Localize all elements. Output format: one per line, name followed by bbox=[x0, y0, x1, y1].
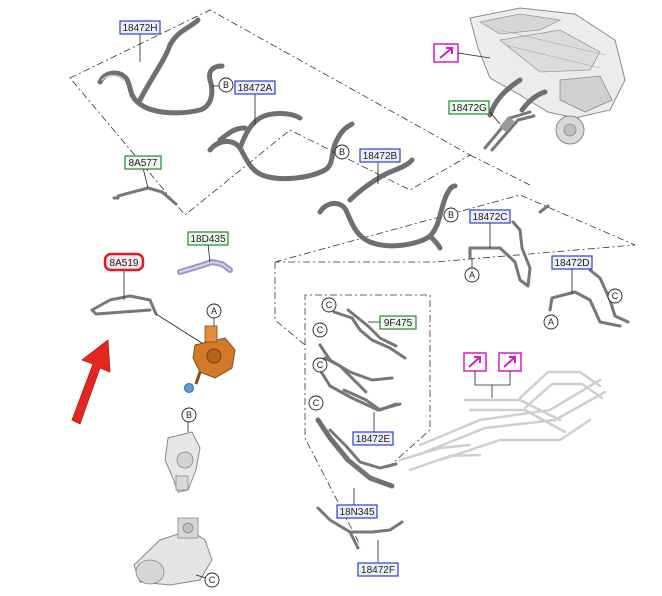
svg-text:18472E: 18472E bbox=[356, 434, 391, 445]
svg-text:18472F: 18472F bbox=[361, 565, 395, 576]
svg-text:B: B bbox=[223, 80, 229, 90]
part-18472G bbox=[483, 110, 536, 152]
callout-b-1: B bbox=[218, 77, 234, 93]
callout-b-2: B bbox=[334, 144, 350, 160]
reference-arrow-icon[interactable] bbox=[463, 352, 487, 372]
part-18D435 bbox=[177, 243, 233, 275]
part-8A519 bbox=[90, 271, 206, 346]
callout-c-4: C bbox=[312, 357, 328, 373]
callout-c-6: C bbox=[204, 572, 220, 588]
label-18472G[interactable]: 18472G bbox=[448, 100, 490, 115]
svg-text:18472C: 18472C bbox=[472, 212, 507, 223]
svg-text:18472G: 18472G bbox=[451, 103, 487, 114]
label-18N345[interactable]: 18N345 bbox=[336, 504, 378, 519]
svg-text:C: C bbox=[612, 291, 619, 301]
reference-arrow-icon[interactable] bbox=[433, 43, 491, 63]
callout-a-3: A bbox=[206, 303, 222, 319]
callout-c-5: C bbox=[308, 395, 324, 411]
reference-arrow-icon[interactable] bbox=[498, 352, 522, 372]
svg-text:A: A bbox=[548, 317, 554, 327]
svg-text:C: C bbox=[326, 300, 333, 310]
callout-c-2: C bbox=[321, 297, 337, 313]
label-18472B[interactable]: 18472B bbox=[359, 148, 401, 163]
thermostat-housing-b bbox=[164, 422, 201, 493]
hose-18472A bbox=[207, 92, 355, 182]
ghost-pipe-bundle bbox=[398, 370, 607, 472]
label-18472A[interactable]: 18472A bbox=[234, 80, 276, 95]
label-18D435[interactable]: 18D435 bbox=[187, 231, 229, 246]
svg-text:C: C bbox=[209, 575, 216, 585]
label-18472D[interactable]: 18472D bbox=[551, 255, 593, 270]
hvac-heater-unit bbox=[469, 7, 626, 145]
hose-18472H bbox=[97, 17, 225, 116]
label-8A519[interactable]: 8A519 bbox=[103, 252, 145, 272]
svg-text:B: B bbox=[448, 210, 454, 220]
pump-assembly-c bbox=[133, 517, 213, 586]
svg-text:C: C bbox=[317, 360, 324, 370]
label-18472H[interactable]: 18472H bbox=[119, 20, 161, 35]
svg-text:B: B bbox=[186, 410, 192, 420]
hose-18472C bbox=[468, 204, 550, 288]
svg-text:18472H: 18472H bbox=[122, 23, 157, 34]
svg-text:8A577: 8A577 bbox=[129, 158, 158, 169]
hose-18472F bbox=[316, 506, 404, 562]
callout-c-3: C bbox=[312, 322, 328, 338]
svg-text:18472D: 18472D bbox=[554, 258, 589, 269]
label-18472F[interactable]: 18472F bbox=[357, 562, 399, 577]
label-18472C[interactable]: 18472C bbox=[469, 209, 511, 224]
red-pointer-arrow bbox=[71, 339, 111, 425]
callout-b-4: B bbox=[181, 407, 197, 423]
svg-text:A: A bbox=[469, 270, 475, 280]
label-18472E[interactable]: 18472E bbox=[352, 431, 394, 446]
svg-text:C: C bbox=[313, 398, 320, 408]
highlighted-part-8A519-housing[interactable] bbox=[184, 318, 236, 393]
svg-text:9F475: 9F475 bbox=[384, 318, 413, 329]
hose-9F475 bbox=[332, 308, 407, 360]
svg-text:18N345: 18N345 bbox=[339, 507, 374, 518]
hose-18472B bbox=[317, 157, 458, 251]
callout-a-2: A bbox=[543, 314, 559, 330]
svg-text:8A519: 8A519 bbox=[110, 258, 139, 269]
label-8A577[interactable]: 8A577 bbox=[124, 155, 162, 170]
svg-text:A: A bbox=[211, 306, 217, 316]
callout-a-1: A bbox=[464, 267, 480, 283]
svg-text:B: B bbox=[339, 147, 345, 157]
callout-c-1: C bbox=[607, 288, 623, 304]
hose-18472E bbox=[318, 343, 402, 432]
svg-text:18D435: 18D435 bbox=[190, 234, 225, 245]
label-9F475[interactable]: 9F475 bbox=[379, 315, 417, 330]
svg-text:18472B: 18472B bbox=[363, 151, 398, 162]
part-8A577 bbox=[112, 167, 178, 206]
svg-text:C: C bbox=[317, 325, 324, 335]
hose-18N345 bbox=[315, 417, 398, 505]
callout-b-3: B bbox=[443, 207, 459, 223]
svg-text:18472A: 18472A bbox=[238, 83, 273, 94]
